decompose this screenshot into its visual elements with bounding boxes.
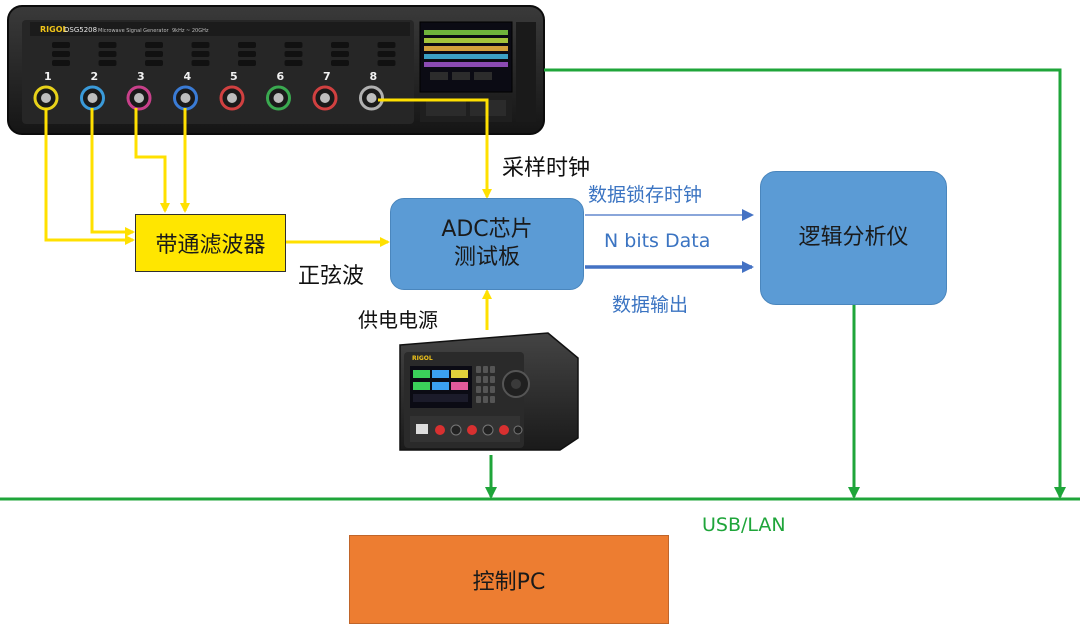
power-supply-label: 供电电源 — [358, 308, 438, 332]
vent-slot — [145, 51, 163, 57]
vent-slot — [377, 51, 396, 57]
vent-slot — [238, 51, 256, 57]
sample-clock-wire — [378, 98, 492, 199]
adc-board-label-line2: 测试板 — [453, 245, 520, 270]
vent-slot — [377, 42, 396, 48]
vent-slot — [52, 51, 70, 57]
usb-lan-label: USB/LAN — [702, 514, 786, 536]
channel-number-3: 3 — [137, 70, 145, 83]
generator-bus-link — [544, 68, 1066, 499]
data-arrows — [585, 209, 754, 273]
connector-core — [273, 93, 284, 103]
psu-key — [490, 366, 495, 373]
adc-test-board-box: ADC芯片 测试板 — [390, 198, 584, 290]
vent-slot — [331, 60, 349, 66]
usb-lan-bus — [0, 68, 1080, 501]
psu-key — [476, 386, 481, 393]
vent-slot — [238, 42, 256, 48]
control-pc-label: 控制PC — [472, 569, 546, 595]
psu-key — [490, 386, 495, 393]
bandpass-filter-box: 带通滤波器 — [135, 214, 286, 272]
signal-generator-image: RIGOL DSG5208 Microwave Signal Generator… — [7, 5, 545, 135]
channel-number-8: 8 — [370, 70, 378, 83]
vent-slot — [52, 60, 70, 66]
adc-board-label-line1: ADC芯片 — [441, 217, 533, 242]
vent-slot — [331, 42, 349, 48]
control-pc-box: 控制PC — [349, 535, 669, 624]
vent-slot — [98, 42, 117, 48]
channel-number-6: 6 — [277, 70, 285, 83]
generator-brand: RIGOL — [40, 25, 68, 34]
channel-number-2: 2 — [91, 70, 99, 83]
vent-slot — [284, 42, 303, 48]
psu-key — [490, 396, 495, 403]
vent-slot — [238, 60, 256, 66]
vent-slot — [331, 51, 349, 57]
vent-slot — [145, 60, 163, 66]
channel-number-4: 4 — [184, 70, 192, 83]
psu-key — [476, 376, 481, 383]
vent-slot — [52, 42, 70, 48]
connector-core — [366, 93, 377, 103]
vent-slot — [191, 42, 210, 48]
power-supply-image: RIGOL — [399, 332, 579, 451]
channel-number-5: 5 — [230, 70, 238, 83]
generator-subtitle: Microwave Signal Generator — [98, 28, 170, 34]
generator-range: 9kHz ~ 20GHz — [172, 28, 209, 34]
connector-core — [180, 93, 191, 103]
connector-core — [320, 93, 330, 103]
psu-key — [490, 376, 495, 383]
psu-key — [476, 396, 481, 403]
channel-number-7: 7 — [323, 70, 331, 83]
n-bits-data-label: N bits Data — [604, 230, 711, 252]
sine-wave-label: 正弦波 — [298, 264, 365, 289]
channel-number-1: 1 — [44, 70, 52, 83]
connector-core — [134, 93, 144, 103]
vent-slot — [377, 60, 396, 66]
power-supply-brand: RIGOL — [412, 355, 433, 362]
vent-slot — [191, 60, 210, 66]
psu-key — [476, 366, 481, 373]
vent-slot — [284, 51, 303, 57]
connector-core — [227, 93, 237, 103]
psu-key — [483, 366, 488, 373]
vent-slot — [284, 60, 303, 66]
connector-core — [41, 93, 51, 103]
vent-slot — [98, 51, 117, 57]
logic-analyzer-box: 逻辑分析仪 — [760, 171, 947, 305]
bandpass-filter-label: 带通滤波器 — [155, 233, 266, 258]
vent-slot — [98, 60, 117, 66]
latch-clock-label: 数据锁存时钟 — [588, 184, 703, 206]
psu-key — [483, 376, 488, 383]
logic-analyzer-label: 逻辑分析仪 — [798, 225, 909, 250]
sine-wave-wires — [44, 108, 390, 247]
sample-clock-label: 采样时钟 — [502, 156, 591, 181]
vent-slot — [145, 42, 163, 48]
generator-model: DSG5208 — [64, 26, 97, 34]
psu-key — [483, 386, 488, 393]
psu-key — [483, 396, 488, 403]
vent-slot — [191, 51, 210, 57]
connector-core — [87, 93, 98, 103]
data-output-label: 数据输出 — [612, 294, 689, 316]
